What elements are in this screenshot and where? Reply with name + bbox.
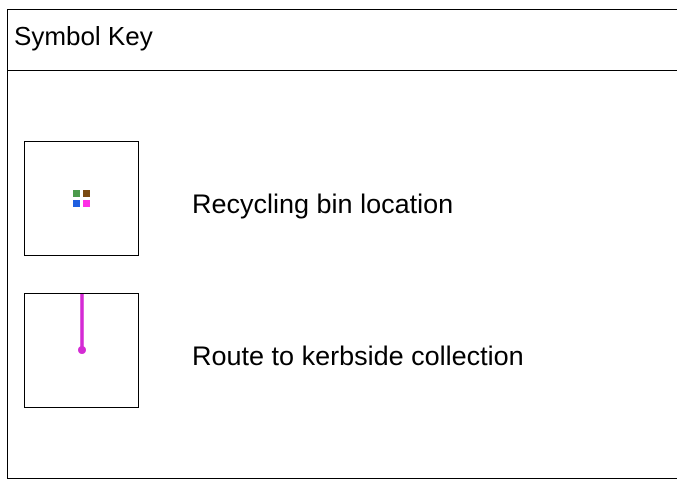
route-line-icon bbox=[78, 294, 86, 354]
panel-header: Symbol Key bbox=[8, 10, 677, 71]
symbol-box bbox=[24, 293, 139, 408]
symbol-box bbox=[24, 141, 139, 256]
recycling-bin-icon bbox=[73, 190, 90, 207]
key-label: Recycling bin location bbox=[192, 189, 454, 219]
symbol-key-panel: Symbol Key Recycling bin location Route … bbox=[7, 9, 677, 479]
key-label: Route to kerbside collection bbox=[192, 341, 524, 371]
panel-title: Symbol Key bbox=[14, 21, 153, 51]
